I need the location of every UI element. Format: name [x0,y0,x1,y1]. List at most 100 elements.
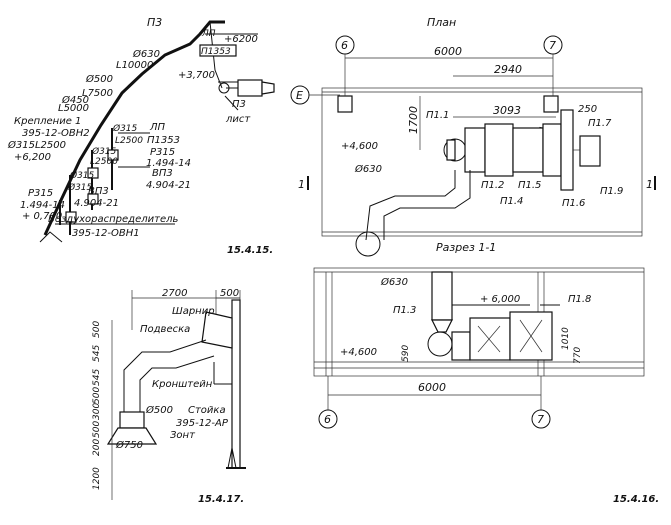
plan-dim-3093: 3093 [493,104,521,117]
l2500-b: L2500 [90,157,118,167]
plan-dim-250: 250 [578,104,597,115]
p3-leader [224,95,239,111]
p315-mid: Р315 [150,147,175,158]
l5000-label: L5000 [58,103,89,114]
plan-p17: П1.7 [588,118,612,129]
fig17-hinge-block [201,311,233,349]
d450-label: Ø450 [61,94,89,106]
plan-unit-5 [560,109,574,191]
plan-unit-2 [484,123,514,177]
plan-duct-outer [365,170,456,241]
fig17-v545a: 545 [92,345,102,362]
section-unit-2 [469,317,511,361]
fig17-suspension: Подвеска [140,324,190,335]
fig17-hood-label: Зонт [170,430,196,441]
grille-1 [87,167,99,179]
section-fan [427,331,453,357]
section-elev-4600: +4,600 [340,347,377,358]
column-left [337,95,353,113]
elev-3700-label: +3,700 [178,70,215,81]
p1353-tag-box [199,44,237,57]
elev-6200-label: +6,200 [14,152,51,163]
lp-top: ЛП [201,29,216,39]
main-duct [43,20,225,236]
d315-b: Ø315 [91,146,117,157]
lp-mid: ЛП [149,122,166,133]
section-d630: Ø630 [380,276,408,288]
elev-0700: + 0,700 [22,211,62,222]
fig17-number: 15.4.17. [198,494,244,505]
plan-unit-4 [542,123,562,177]
vp3-low: ВП3 [88,186,109,197]
section-p13: П1.3 [393,305,416,316]
d315-l2500-label: Ø315L2500 [7,139,66,151]
fastening-label: Крепление 1 [14,116,81,127]
code-ovn2: 395-12-ОВН2 [22,128,90,139]
plan-title: План [427,16,456,29]
plan-dim-6000: 6000 [434,45,462,58]
plan-p12: П1.2 [481,180,504,191]
p3-motor [261,81,275,95]
section-axis-6: 6 [324,413,331,426]
d630-label: Ø630 [132,48,160,60]
plan-p19: П1.9 [600,186,623,197]
d315-c: Ø315 [69,170,95,181]
sheet-label: лист [225,114,251,125]
fig15-title: П3 [147,16,162,29]
fan-wheel [218,82,230,94]
section-frame [313,267,645,377]
plan-p14: П1.4 [500,196,523,207]
fig17-hood [106,427,158,445]
l7500-label: L7500 [82,88,113,99]
section-unit-1 [451,331,471,361]
code-4904-low: 4.904-21 [74,198,119,209]
section-dim-590: 590 [401,345,411,362]
l10000-label: L10000 [116,60,153,71]
fig17-dim-2700: 2700 [162,288,187,299]
plan-duct-riser [355,231,381,257]
d500-label: Ø500 [85,73,113,85]
p315-low: Р315 [28,188,53,199]
plan-dim-2940: 2940 [494,63,522,76]
fig17-bracket: Кронштейн [152,379,213,390]
elev-6200-top: +6200 [224,34,258,45]
grille-4 [87,193,99,205]
plan-duct-inner [383,170,471,240]
fig17-d500: Ø500 [145,404,173,416]
fig17-v500c: 500 [92,421,102,438]
plan-p11: П1.1 [426,110,449,121]
vp3-mid: ВП3 [152,168,173,179]
plan-axis-e: Е [296,89,303,102]
plan-d630: Ø630 [354,163,382,175]
fig17-v200: 200 [92,439,102,456]
fig17-dim-500: 500 [220,288,239,299]
plan-axis-7: 7 [549,39,556,52]
figure-15-4-17: 2700 500 500 545 545 500 300 500 200 120… [92,288,246,505]
code-4904-mid: 4.904-21 [146,180,191,191]
p3-unit-box [237,79,263,97]
section-transition [431,319,453,333]
plan-unit-6 [579,135,601,167]
plan-unit-1 [464,127,486,173]
section-elev-6000: + 6,000 [480,294,520,305]
grille-2 [107,149,119,161]
plan-dim-1700: 1700 [407,106,420,134]
fig17-code-ar: 395-12-АР [176,418,229,429]
fig17-base-brace [227,447,237,469]
plan-axis-6: 6 [341,39,348,52]
fig17-duct-outer [123,339,207,412]
fig15-number: 15.4.15. [227,245,273,256]
section-view: Разрез 1-1 Ø630 П1.3 П1.8 + 6,000 +4,600… [313,241,659,505]
fig16-number: 15.4.16. [613,494,659,505]
plan-cut-left: 1 [298,178,305,191]
fig17-v1200: 1200 [92,467,102,490]
fig17-duct-segment [119,411,145,429]
grille-3 [65,211,77,223]
diffuser-mark [39,231,63,243]
code-ovn1: 395-12-ОВН1 [72,228,140,239]
plan-cut-right: 1 [646,178,653,191]
fig17-v500: 500 [92,321,102,338]
p3-unit-label: П3 [232,99,246,110]
